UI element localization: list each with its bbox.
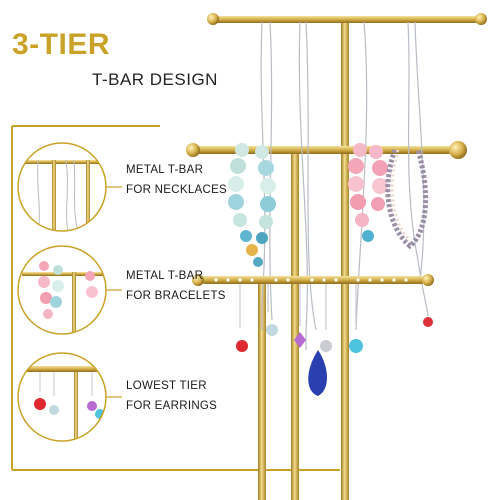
- headline: 3-TIER: [12, 28, 111, 61]
- detail-circle-earrings: [17, 352, 107, 442]
- callout-line: FOR EARRINGS: [126, 400, 218, 412]
- top-bar: [207, 13, 487, 25]
- bracelet-pink: [348, 143, 388, 242]
- middle-bar: [186, 141, 467, 159]
- callout-line: FOR BRACELETS: [126, 290, 226, 302]
- callout-line: LOWEST TIER: [126, 380, 207, 392]
- detail-circle-necklaces: [17, 142, 107, 232]
- callout-line: METAL T-BAR: [126, 270, 204, 282]
- earrings: [236, 284, 363, 396]
- callout-bracelets: METAL T-BAR FOR BRACELETS: [126, 266, 226, 306]
- subheadline: T-BAR DESIGN: [92, 70, 218, 89]
- heart-pendant: [423, 317, 433, 327]
- callout-line: METAL T-BAR: [126, 164, 204, 176]
- callout-line: FOR NECKLACES: [126, 184, 228, 196]
- callout-necklaces: METAL T-BAR FOR NECKLACES: [126, 160, 227, 200]
- detail-circle-bracelets: [17, 245, 107, 335]
- gold-frame: [11, 125, 340, 471]
- bracelet-beaded: [385, 149, 428, 250]
- bottom-bar: [192, 274, 434, 286]
- bracelet-blue: [228, 143, 276, 267]
- callout-earrings: LOWEST TIER FOR EARRINGS: [126, 376, 217, 416]
- stand-posts: [258, 22, 349, 500]
